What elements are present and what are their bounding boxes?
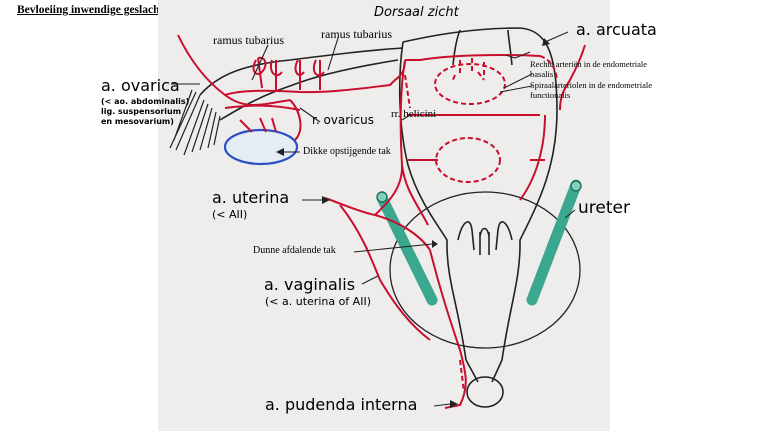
label-a-ovarica-note-3: en mesovarium) bbox=[101, 117, 174, 126]
label-rr-helicini: rr. helicini bbox=[391, 108, 437, 120]
uterus-outline bbox=[398, 27, 558, 408]
label-dunne-tak: Dunne afdalende tak bbox=[253, 245, 336, 256]
ureters bbox=[376, 179, 582, 306]
label-spiral-arterioles-1: Spiraalarteriolen in de endometriale bbox=[530, 80, 653, 90]
label-a-arcuata: a. arcuata bbox=[576, 20, 657, 39]
tuba-uterina bbox=[199, 47, 404, 121]
label-dikke-tak: Dikke opstijgende tak bbox=[303, 146, 391, 157]
label-a-uterina-origin: (< AII) bbox=[212, 208, 248, 221]
dashed-arteries bbox=[404, 55, 558, 393]
pelvic-outline bbox=[389, 191, 581, 349]
ovary bbox=[223, 128, 299, 166]
arteries bbox=[177, 34, 586, 409]
arrow-heads bbox=[276, 38, 550, 408]
label-r-ovaricus: r. ovaricus bbox=[312, 113, 374, 127]
label-a-pudenda-interna: a. pudenda interna bbox=[265, 395, 418, 414]
label-spiral-arterioles-2: functionalis bbox=[530, 90, 571, 100]
label-basal-arteries-1: Rechte arteriën in de endometriale bbox=[530, 59, 648, 69]
label-ramus-tubarius-1: ramus tubarius bbox=[213, 33, 284, 47]
fimbriae bbox=[169, 89, 221, 156]
label-ureter: ureter bbox=[578, 198, 630, 218]
label-a-ovarica: a. ovarica bbox=[101, 76, 180, 95]
label-a-vaginalis: a. vaginalis bbox=[264, 275, 356, 294]
label-basal-arteries-2: basalis bbox=[530, 69, 554, 79]
label-a-ovarica-note-2: lig. suspensorium bbox=[101, 107, 182, 116]
label-a-uterina: a. uterina bbox=[212, 188, 290, 207]
view-label: Dorsaal zicht bbox=[374, 5, 459, 20]
label-a-ovarica-note-1: (< ao. abdominalis) bbox=[101, 97, 190, 106]
pointer-lines bbox=[171, 31, 576, 407]
label-a-vaginalis-origin: (< a. uterina of AII) bbox=[265, 295, 371, 308]
label-ramus-tubarius-2: ramus tubarius bbox=[321, 27, 392, 41]
